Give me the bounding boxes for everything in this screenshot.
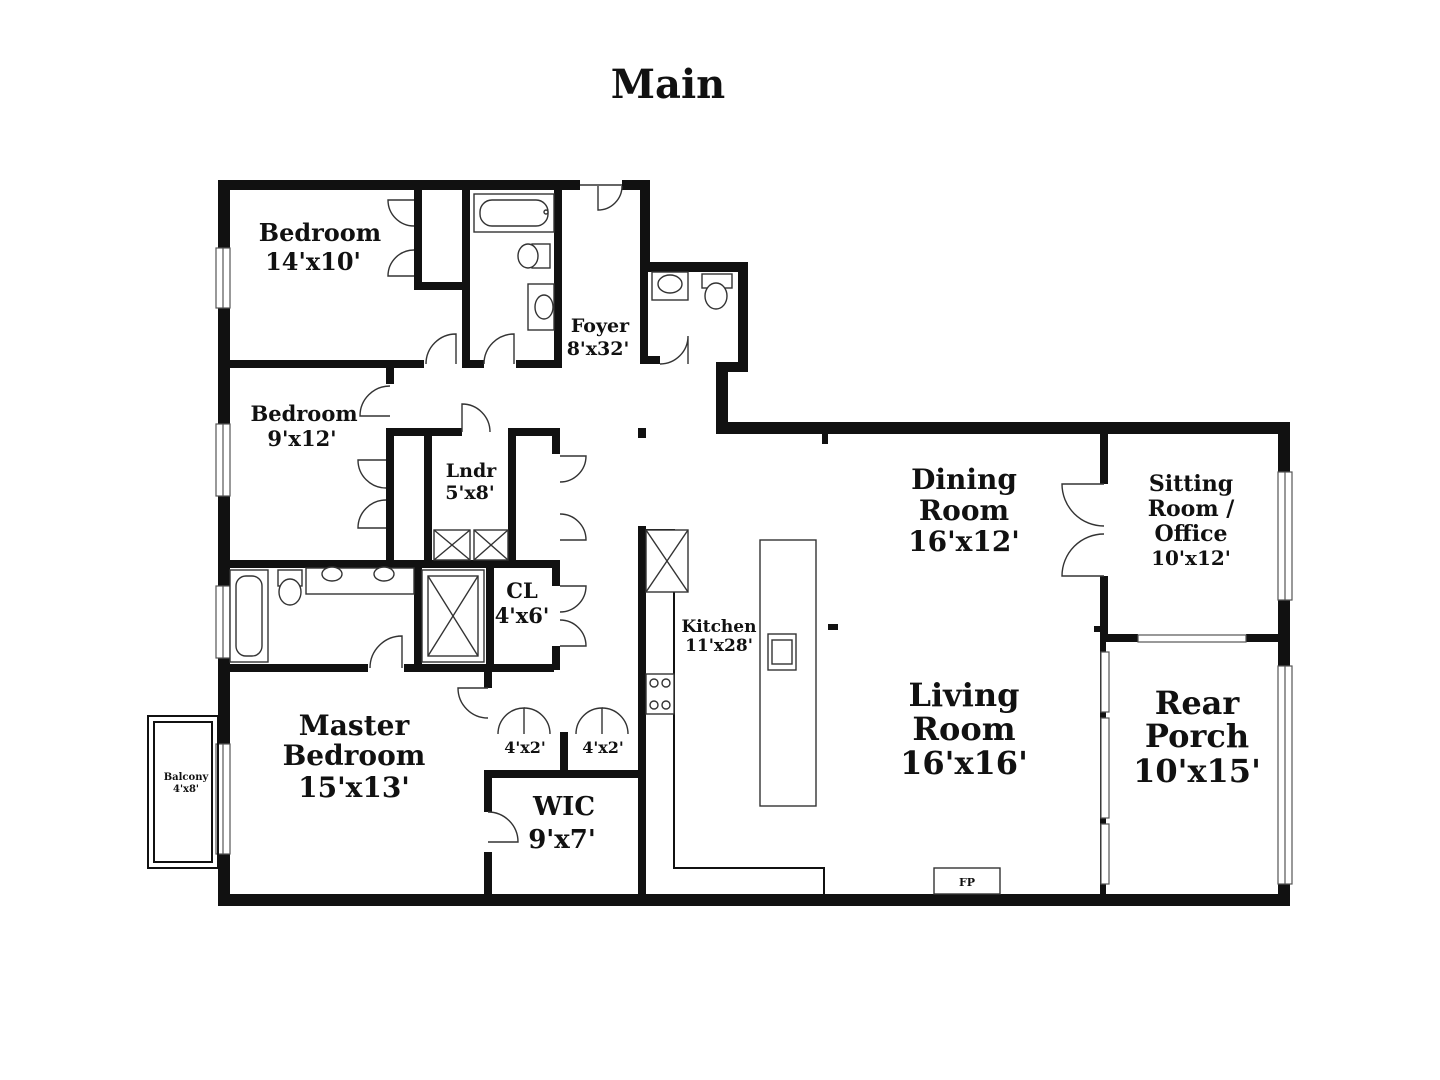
fixtures (147, 193, 1001, 895)
master-size: 15'x13' (298, 771, 410, 804)
foyer-name: Foyer (571, 315, 630, 337)
dining-name-1: Dining (911, 463, 1017, 496)
living-name-2: Room (912, 710, 1015, 748)
windows (215, 247, 1293, 885)
living-size: 16'x16' (900, 744, 1028, 782)
balcony-size: 4'x8' (173, 784, 199, 795)
porch-name-1: Rear (1155, 684, 1241, 722)
closet-a-size: 4'x2' (504, 738, 546, 757)
master-name-1: Master (299, 709, 411, 742)
plan-title: Main (611, 61, 725, 108)
closet-name: CL (506, 578, 538, 603)
laundry-name: Lndr (446, 460, 497, 482)
sitting-name-1: Sitting (1149, 471, 1233, 497)
laundry-size: 5'x8' (445, 482, 494, 504)
porch-size: 10'x15' (1133, 752, 1261, 790)
porch-name-2: Porch (1145, 717, 1249, 755)
master-name-2: Bedroom (283, 739, 426, 772)
kitchen-size: 11'x28' (685, 636, 753, 656)
doors (357, 184, 1105, 843)
foyer-size: 8'x32' (567, 338, 630, 360)
sitting-size: 10'x12' (1151, 546, 1231, 570)
closet-b-size: 4'x2' (582, 738, 624, 757)
fireplace-label: FP (959, 876, 975, 889)
sitting-name-3: Office (1155, 521, 1228, 547)
dining-name-2: Room (919, 494, 1009, 527)
bedroom-1-name: Bedroom (259, 218, 381, 247)
closet-size: 4'x6' (495, 603, 550, 628)
wic-size: 9'x7' (528, 825, 596, 855)
sitting-name-2: Room / (1148, 496, 1236, 522)
room-labels: Bedroom 14'x10' Bedroom 9'x12' Foyer 8'x… (164, 218, 1261, 889)
wic-name: WIC (532, 792, 595, 822)
living-name-1: Living (908, 676, 1019, 714)
kitchen-name: Kitchen (682, 617, 757, 637)
bedroom-2-size: 9'x12' (267, 426, 336, 451)
balcony-name: Balcony (164, 772, 210, 783)
bedroom-1-size: 14'x10' (265, 247, 361, 276)
dining-size: 16'x12' (908, 525, 1020, 558)
bedroom-2-name: Bedroom (250, 401, 357, 426)
